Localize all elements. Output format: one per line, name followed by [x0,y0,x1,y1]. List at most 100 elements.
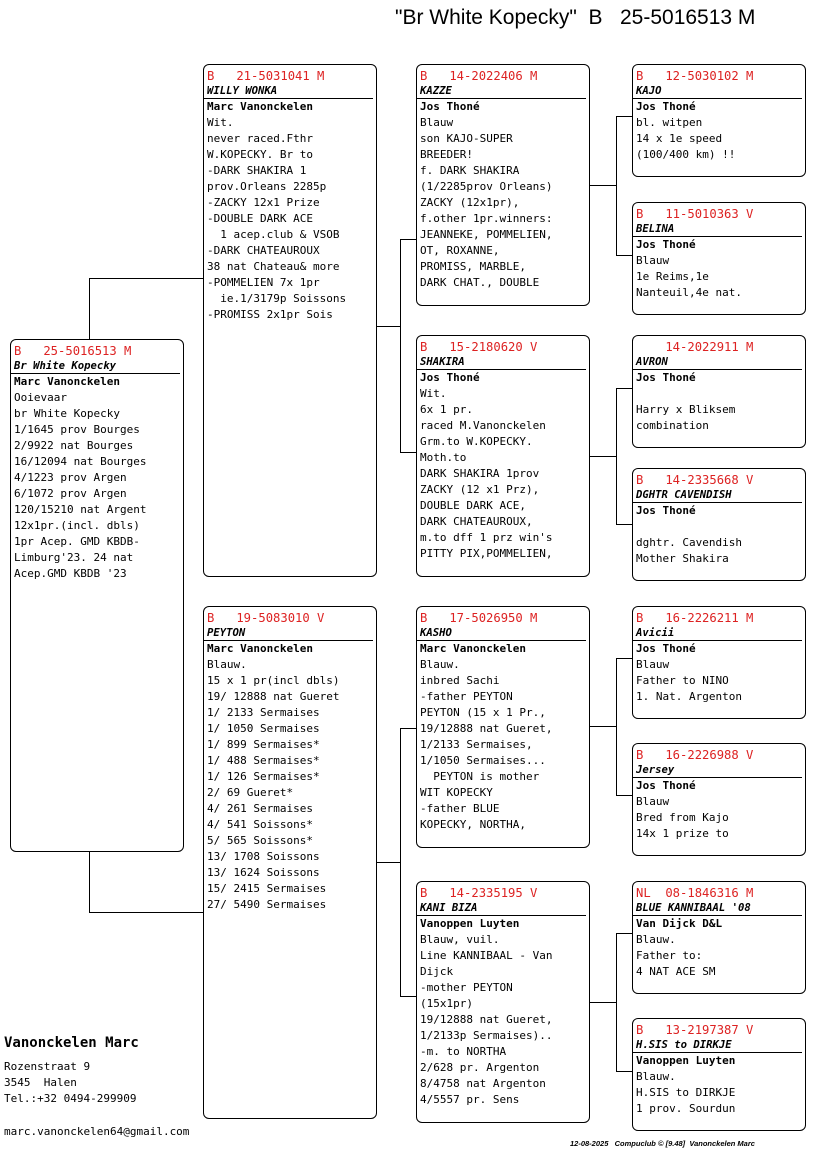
bird-notes: Blauw.Father to:4 NAT ACE SM [633,932,805,980]
bird-owner: Jos Thoné [636,779,696,792]
note-line: Father to: [636,949,703,962]
note-line: KOPECKY, NORTHA, [420,818,526,831]
note-line: Grm.to W.KOPECKY. [420,435,533,448]
bird-owner: Jos Thoné [636,100,696,113]
note-line: dghtr. Cavendish [636,536,742,549]
note-line: 4/1223 prov Argen [14,471,127,484]
note-line: Blauw. [207,658,247,671]
bird-owner: Marc Vanonckelen [207,642,313,655]
bird-owner: Jos Thoné [636,371,696,384]
note-line: -father BLUE [420,802,500,815]
note-line: Dijck [420,965,454,978]
ring-number: B 21-5031041 M [207,69,325,83]
note-line: BREEDER! [420,148,473,161]
note-line: Blauw [636,658,670,671]
bird-owner: Jos Thoné [420,100,480,113]
bird-name: AVRON [633,355,802,370]
note-line [636,386,805,402]
bird-name: WILLY WONKA [204,84,373,99]
note-line: 6x 1 pr. [420,403,473,416]
connector-line [400,728,417,729]
ring-number: B 11-5010363 V [636,207,754,221]
connector-line [400,728,401,996]
connector-line [589,185,617,186]
note-line: DOUBLE DARK ACE, [420,499,526,512]
note-line: 8/4758 nat Argenton [420,1077,546,1090]
note-line: Father to NINO [636,674,729,687]
note-line: PEYTON (15 x 1 Pr., [420,706,546,719]
note-line: m.to dff 1 prz win's [420,531,553,544]
bird-owner: Jos Thoné [636,504,696,517]
note-line: br White Kopecky [14,407,120,420]
note-line: -DARK CHATEAUROUX [207,244,320,257]
ring-number: B 16-2226211 M [636,611,754,625]
note-line: 4 NAT ACE SM [636,965,716,978]
note-line: -DOUBLE DARK ACE [207,212,313,225]
note-line: raced M.Vanonckelen [420,419,546,432]
breeder-phone: Tel.:+32 0494-299909 [4,1092,137,1105]
note-line: 4/ 261 Sermaises [207,802,313,815]
bird-name: Jersey [633,763,802,778]
bird-name: KAZZE [417,84,586,99]
connector-line [376,862,401,863]
note-line: 1 acep.club & VSOB [207,228,340,241]
note-line: Blauw [636,254,670,267]
connector-line [616,388,617,524]
note-line: son KAJO-SUPER [420,132,513,145]
ring-number: B 14-2335668 V [636,473,754,487]
note-line: Blauw, vuil. [420,933,500,946]
bird-notes: Blauw.15 x 1 pr(incl dbls)19/ 12888 nat … [204,657,376,913]
bird-name: Avicii [633,626,802,641]
note-line: inbred Sachi [420,674,500,687]
connector-line [616,524,633,525]
note-line: PROMISS, MARBLE, [420,260,526,273]
note-line: 19/12888 nat Gueret, [420,722,553,735]
note-line: 19/12888 nat Gueret, [420,1013,553,1026]
connector-line [589,1002,617,1003]
note-line: -m. to NORTHA [420,1045,507,1058]
note-line: 1/1645 prov Bourges [14,423,140,436]
breeder-email[interactable]: marc.vanonckelen64@gmail.com [4,1125,190,1138]
note-line: 27/ 5490 Sermaises [207,898,327,911]
note-line: 13/ 1708 Soissons [207,850,320,863]
note-line: 16/12094 nat Bourges [14,455,147,468]
note-line: ZACKY (12x1pr), [420,196,520,209]
note-line: 1. Nat. Argenton [636,690,742,703]
connector-line [616,116,617,255]
note-line: 1/ 1050 Sermaises [207,722,320,735]
bird-owner: Marc Vanonckelen [207,100,313,113]
bird-name: BELINA [633,222,802,237]
note-line: Blauw [636,795,670,808]
note-line: JEANNEKE, POMMELIEN, [420,228,553,241]
connector-line [89,851,90,913]
breeder-city: 3545 Halen [4,1076,77,1089]
note-line: Limburg'23. 24 nat [14,551,134,564]
note-line: -DARK SHAKIRA 1 [207,164,307,177]
note-line: 1e Reims,1e [636,270,709,283]
footer-date: 12-08-2025 [570,1139,609,1148]
note-line: 120/15210 nat Argent [14,503,147,516]
footer-owner: Vanonckelen Marc [689,1139,755,1148]
note-line: PITTY PIX,POMMELIEN, [420,547,553,560]
note-line: Mother Shakira [636,552,729,565]
